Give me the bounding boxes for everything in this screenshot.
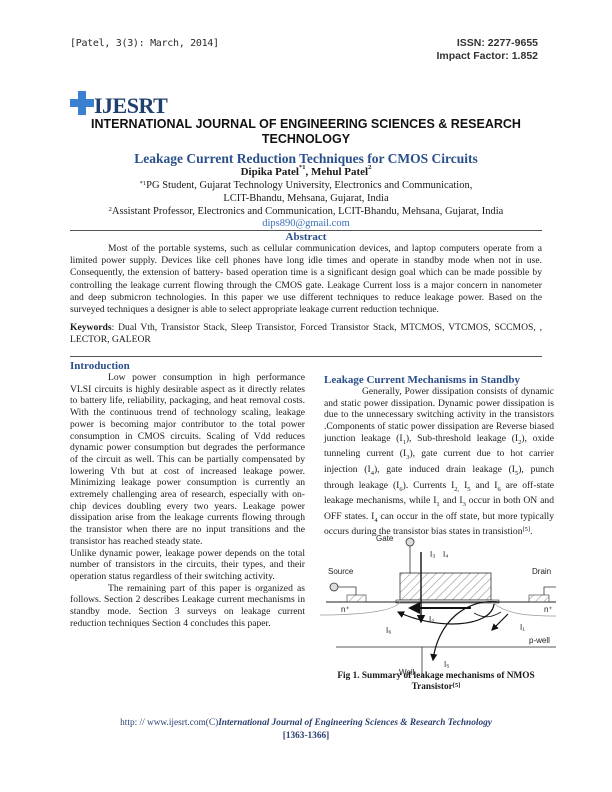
affiliation-2: 2Assistant Professor, Electronics and Co… — [0, 205, 612, 218]
introduction-body: Low power consumption in high performanc… — [70, 372, 305, 629]
sub: 6 — [497, 485, 501, 493]
divider — [70, 356, 542, 357]
footer-url-link[interactable]: http: // www.ijesrt.com — [120, 718, 206, 728]
caption-line1: Fig 1. Summary of leakage mechanisms of … — [337, 671, 535, 681]
text: can occur in the off state, but more typ… — [324, 510, 554, 538]
author-list: Dipika Patel*1, Mehul Patel2 — [240, 164, 372, 178]
leakage-section-body: Generally, Power dissipation consists of… — [324, 386, 554, 538]
author-name: Mehul Patel — [310, 166, 369, 178]
i2-label: I₂ — [429, 615, 434, 624]
sub: 1 — [402, 438, 406, 446]
source-terminal-icon — [329, 582, 339, 592]
text: are off-state leakage mechanisms, while … — [324, 479, 555, 507]
keywords-label: Keywords — [70, 322, 112, 333]
i4-label: I₄ — [443, 550, 449, 559]
journal-name: INTERNATIONAL JOURNAL OF ENGINEERING SCI… — [0, 117, 612, 147]
paragraph: Low power consumption in high performanc… — [70, 372, 305, 547]
sub: 3 — [462, 501, 466, 509]
text: and I — [470, 479, 498, 491]
caption-text: Transistor — [411, 682, 453, 692]
text: I — [459, 479, 468, 491]
sub: 1 — [436, 501, 440, 509]
header-citation: [Patel, 3(3): March, 2014] — [70, 38, 219, 49]
page-footer: http: // www.ijesrt.com(C)International … — [0, 717, 612, 743]
affil-text: Assistant Professor, Electronics and Com… — [111, 206, 504, 217]
text: ), Sub-threshold leakage (I — [405, 432, 519, 444]
n-plus-left-label: n⁺ — [341, 605, 350, 614]
affil-sup: 2 — [108, 206, 112, 213]
p-well-label: p-well — [529, 636, 550, 645]
gate-label: Gate — [376, 534, 394, 543]
logo-text: IJESRT — [94, 93, 168, 118]
paragraph: Unlike dynamic power, leakage power depe… — [70, 547, 305, 582]
sub: 4 — [374, 516, 378, 524]
keywords-text: : Dual Vth, Transistor Stack, Sleep Tran… — [70, 322, 542, 346]
introduction-heading: Introduction — [70, 360, 130, 372]
citation-ref: [5] — [452, 682, 461, 689]
author-sup: 2 — [368, 164, 372, 171]
sub: 5 — [514, 469, 519, 477]
sub: 6 — [399, 485, 403, 493]
text: Generally, Power dissipation consists of… — [324, 386, 554, 444]
sub: 5 — [467, 485, 471, 493]
keywords: Keywords: Dual Vth, Transistor Stack, Sl… — [70, 322, 542, 346]
text: ), gate induced drain leakage (I — [373, 464, 515, 476]
i5-label: I₅ — [444, 660, 449, 669]
issn: ISSN: 2277-9655 — [456, 37, 538, 49]
n-plus-right-label: n⁺ — [544, 605, 553, 614]
abstract-text: Most of the portable systems, such as ce… — [70, 243, 542, 316]
affil-sup: *1 — [139, 180, 147, 187]
well-label: Well — [399, 668, 415, 677]
caption-line2: Transistor[5] — [316, 682, 556, 693]
text: ), gate current due to hot carrier injec… — [324, 448, 554, 476]
footer-journal-name: International Journal of Engineering Sci… — [218, 718, 492, 728]
plus-cross-icon — [70, 91, 94, 115]
text: . — [530, 526, 533, 538]
paragraph: The remaining part of this paper is orga… — [70, 582, 305, 629]
abstract-heading: Abstract — [285, 231, 327, 243]
citation-ref: [5] — [522, 526, 531, 534]
affiliations: *1PG Student, Gujarat Technology Univers… — [0, 179, 612, 218]
impact-factor: Impact Factor: 1.852 — [436, 50, 538, 62]
text: ). Currents I — [402, 479, 455, 491]
copyright: (C) — [205, 718, 219, 728]
affiliation-1: *1PG Student, Gujarat Technology Univers… — [0, 179, 612, 192]
source-label: Source — [328, 567, 354, 576]
paper-title: Leakage Current Reduction Techniques for… — [134, 151, 478, 166]
journal-name-line2: TECHNOLOGY — [261, 132, 351, 146]
i6-label: I₆ — [386, 626, 391, 635]
i1-label: I₁ — [520, 623, 525, 632]
i3-label: I₃ — [430, 550, 435, 559]
text: ), oxide tunneling current (I — [324, 432, 554, 460]
journal-name-line1: INTERNATIONAL JOURNAL OF ENGINEERING SCI… — [91, 117, 521, 131]
sub: 2 — [518, 438, 522, 446]
author-sup: *1 — [298, 164, 306, 171]
text: occur in both ON and OFF states. I — [324, 495, 555, 522]
gate-terminal-icon — [405, 537, 415, 547]
header-issn-block: ISSN: 2277-9655 Impact Factor: 1.852 — [436, 37, 538, 63]
affiliation-1-line2: LCIT-Bhandu, Mehsana, Gujarat, India — [223, 193, 389, 204]
author-name: Dipika Patel — [240, 166, 299, 178]
text: ), punch through leakage (I — [324, 464, 555, 491]
sub: 2, — [454, 485, 460, 493]
nmos-leakage-diagram: Gate Source n⁺ Drain n⁺ I₂ I₃ I₄ I₆ I₅ I… — [319, 534, 556, 677]
author-email-link[interactable]: dips890@gmail.com — [262, 218, 350, 229]
sub: 3 — [406, 454, 410, 462]
page-range: [1363-1366] — [282, 731, 330, 741]
footer-line1: http: // www.ijesrt.com(C)International … — [0, 717, 612, 730]
sub: 4 — [370, 469, 374, 477]
divider — [70, 230, 542, 231]
leakage-section-heading: Leakage Current Mechanisms in Standby — [324, 374, 520, 386]
figure-caption: Fig 1. Summary of leakage mechanisms of … — [316, 671, 556, 693]
drain-label: Drain — [532, 567, 551, 576]
affil-text: PG Student, Gujarat Technology Universit… — [146, 180, 473, 191]
text: and I — [439, 495, 463, 507]
